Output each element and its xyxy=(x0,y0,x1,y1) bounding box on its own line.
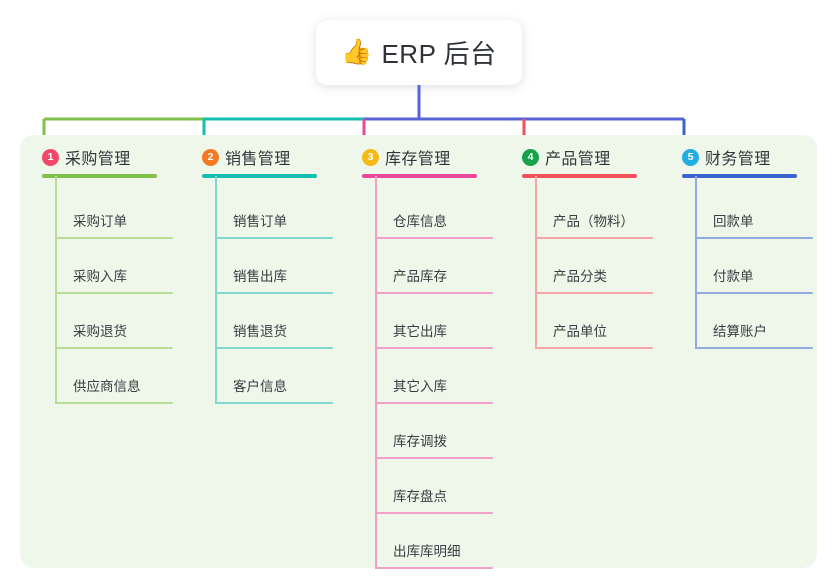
column-header-rule xyxy=(42,174,157,178)
menu-item-rule xyxy=(695,347,813,349)
column-badge-3: 3 xyxy=(362,148,379,166)
menu-item-rule xyxy=(215,402,333,404)
column-title: 库存管理 xyxy=(385,151,451,168)
menu-item-rule xyxy=(695,237,813,239)
column-badge-4: 4 xyxy=(522,148,539,166)
menu-item-label: 库存盘点 xyxy=(393,489,447,504)
menu-item[interactable]: 出库库明细 xyxy=(375,513,493,569)
column-header-rule xyxy=(362,174,477,178)
menu-item-label: 销售出库 xyxy=(233,269,287,284)
page-title: ERP 后台 xyxy=(381,39,497,69)
menu-item-label: 采购入库 xyxy=(73,269,127,284)
menu-item-label: 销售订单 xyxy=(233,214,287,229)
column-header-rule xyxy=(202,174,317,178)
menu-item[interactable]: 付款单 xyxy=(695,238,813,294)
menu-item[interactable]: 采购订单 xyxy=(55,183,173,239)
menu-item[interactable]: 客户信息 xyxy=(215,348,333,404)
menu-item[interactable]: 采购退货 xyxy=(55,293,173,349)
column-spine xyxy=(535,176,537,349)
menu-item[interactable]: 产品库存 xyxy=(375,238,493,294)
menu-item-rule xyxy=(375,292,493,294)
menu-item-label: 其它入库 xyxy=(393,379,447,394)
menu-item-rule xyxy=(375,237,493,239)
menu-item-label: 产品（物料） xyxy=(553,214,634,229)
menu-item-rule xyxy=(55,292,173,294)
column-header-2[interactable]: 2 销售管理 xyxy=(202,145,291,169)
menu-item[interactable]: 销售订单 xyxy=(215,183,333,239)
menu-item-rule xyxy=(535,347,653,349)
menu-item[interactable]: 其它出库 xyxy=(375,293,493,349)
root-node-card[interactable]: 👍 ERP 后台 xyxy=(316,20,522,85)
column-header-rule xyxy=(682,174,797,178)
menu-item-label: 其它出库 xyxy=(393,324,447,339)
categories-panel: 1 采购管理采购订单采购入库采购退货供应商信息 2 销售管理销售订单销售出库销售退货客… xyxy=(20,135,817,569)
column-header-3[interactable]: 3 库存管理 xyxy=(362,145,451,169)
menu-item[interactable]: 库存盘点 xyxy=(375,458,493,514)
column-spine xyxy=(375,176,377,569)
menu-item[interactable]: 产品分类 xyxy=(535,238,653,294)
menu-item-rule xyxy=(55,237,173,239)
menu-item-label: 产品分类 xyxy=(553,269,607,284)
menu-item[interactable]: 结算账户 xyxy=(695,293,813,349)
menu-item-rule xyxy=(55,402,173,404)
column-title: 产品管理 xyxy=(545,151,611,168)
menu-item[interactable]: 仓库信息 xyxy=(375,183,493,239)
column-header-4[interactable]: 4 产品管理 xyxy=(522,145,611,169)
column-spine xyxy=(695,176,697,349)
thumbs-up-emoji: 👍 xyxy=(341,38,373,66)
menu-item-label: 结算账户 xyxy=(713,324,767,339)
menu-item-label: 客户信息 xyxy=(233,379,287,394)
menu-item-rule xyxy=(375,457,493,459)
menu-item-rule xyxy=(215,347,333,349)
menu-item-rule xyxy=(535,292,653,294)
menu-item-rule xyxy=(215,292,333,294)
column-title: 销售管理 xyxy=(225,151,291,168)
menu-item-label: 仓库信息 xyxy=(393,214,447,229)
menu-item-rule xyxy=(375,402,493,404)
column-badge-2: 2 xyxy=(202,148,219,166)
menu-item-rule xyxy=(375,347,493,349)
column-badge-1: 1 xyxy=(42,148,59,166)
menu-item-label: 产品单位 xyxy=(553,324,607,339)
column-title: 采购管理 xyxy=(65,151,131,168)
column-header-1[interactable]: 1 采购管理 xyxy=(42,145,131,169)
menu-item-label: 销售退货 xyxy=(233,324,287,339)
menu-item[interactable]: 其它入库 xyxy=(375,348,493,404)
menu-item-rule xyxy=(695,292,813,294)
menu-item[interactable]: 供应商信息 xyxy=(55,348,173,404)
menu-item-rule xyxy=(215,237,333,239)
menu-item[interactable]: 销售出库 xyxy=(215,238,333,294)
menu-item-label: 采购退货 xyxy=(73,324,127,339)
menu-item-label: 库存调拨 xyxy=(393,434,447,449)
menu-item[interactable]: 销售退货 xyxy=(215,293,333,349)
menu-item-rule xyxy=(55,347,173,349)
menu-item-label: 产品库存 xyxy=(393,269,447,284)
menu-item-label: 回款单 xyxy=(713,214,754,229)
menu-item-label: 付款单 xyxy=(713,269,754,284)
menu-item[interactable]: 库存调拨 xyxy=(375,403,493,459)
menu-item-rule xyxy=(375,567,493,569)
column-header-5[interactable]: 5 财务管理 xyxy=(682,145,771,169)
column-spine xyxy=(215,176,217,404)
column-title: 财务管理 xyxy=(705,151,771,168)
menu-item[interactable]: 回款单 xyxy=(695,183,813,239)
menu-item[interactable]: 产品单位 xyxy=(535,293,653,349)
menu-item-label: 采购订单 xyxy=(73,214,127,229)
menu-item-rule xyxy=(535,237,653,239)
menu-item-label: 出库库明细 xyxy=(393,544,461,559)
menu-item-rule xyxy=(375,512,493,514)
column-badge-5: 5 xyxy=(682,148,699,166)
menu-item[interactable]: 采购入库 xyxy=(55,238,173,294)
column-header-rule xyxy=(522,174,637,178)
root-node-content: 👍 ERP 后台 xyxy=(341,34,496,71)
menu-item-label: 供应商信息 xyxy=(73,379,141,394)
column-spine xyxy=(55,176,57,404)
menu-item[interactable]: 产品（物料） xyxy=(535,183,653,239)
